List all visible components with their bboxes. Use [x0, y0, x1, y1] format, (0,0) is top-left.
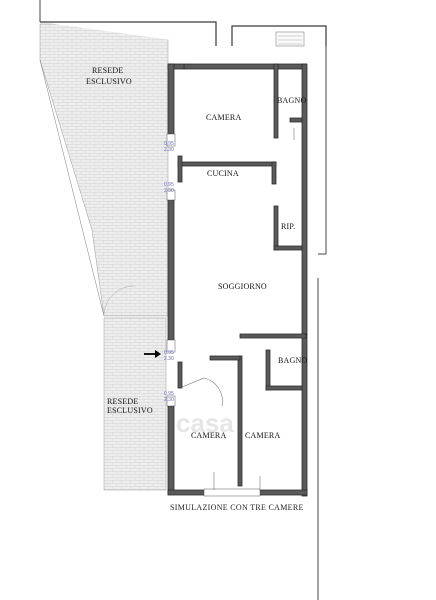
garden-label-top: RESEDE [92, 66, 123, 75]
wall-top-left [40, 21, 217, 46]
window-south [203, 488, 261, 497]
room-label-bagno-bottom: BAGNO [278, 356, 307, 365]
room-label-soggiorno: SOGGIORNO [218, 282, 267, 291]
dimension-label: 2.30 [164, 147, 174, 153]
wall-soggiorno-south [239, 333, 307, 339]
room-label-camera-bottom-right: CAMERA [245, 431, 280, 440]
chimney [275, 31, 305, 47]
wall-hall-top [209, 355, 241, 361]
dimension-label: 0.95 [164, 182, 174, 188]
garden-label-bottom: RESEDE [107, 397, 138, 406]
wall-rip-left [273, 205, 279, 251]
wall-west-a [167, 63, 175, 135]
room-label-ripostiglio: RIP. [281, 222, 295, 231]
entrance-arrow-head [155, 350, 161, 358]
wall-cucina-stub [177, 155, 183, 183]
wall-north [183, 63, 307, 70]
wall-camera-divider [237, 355, 243, 487]
garden-label-bottom: ESCLUSIVO [107, 406, 153, 415]
dimension-label: 0.95 [164, 350, 174, 356]
room-label-bagno-top: BAGNO [277, 96, 306, 105]
wall-west-b [167, 199, 175, 341]
garden-arc [103, 285, 135, 315]
wall-cucina-right [271, 161, 277, 185]
wall-bagno-bottom [289, 117, 303, 123]
wall-bagno-bottom-left [265, 349, 271, 391]
dimension-label: 2.30 [164, 188, 174, 194]
dimension-label: 0.95 [164, 391, 174, 397]
door-swing [181, 377, 223, 407]
wall-west-c [167, 405, 175, 495]
room-label-camera-bottom-left: CAMERA [191, 431, 226, 440]
wall-camera-cucina [177, 161, 277, 167]
wall-hall-stub [177, 361, 183, 389]
dimension-label: 2.30 [164, 397, 174, 403]
plan-caption: SIMULAZIONE CON TRE CAMERE [170, 503, 304, 512]
room-label-cucina: CUCINA [207, 169, 239, 178]
dimension-label: 2.30 [164, 356, 174, 362]
garden-label-top: ESCLUSIVO [86, 77, 132, 86]
dimension-label: 0.95 [164, 141, 174, 147]
wall-rip-bottom [273, 245, 303, 251]
window-west-low [166, 339, 176, 353]
watermark-text: casa [176, 408, 234, 438]
window-west-bottom [166, 395, 176, 407]
window-west-top [166, 133, 176, 147]
window-west-mid [166, 189, 176, 201]
room-label-camera-top: CAMERA [206, 113, 241, 122]
garden-boundary-line [39, 59, 105, 317]
garden-area-bottom [103, 317, 167, 491]
chimney-hatch [278, 35, 302, 45]
wall-bagno-top-left [273, 63, 279, 139]
wall-bagno-bottom-floor [265, 385, 303, 391]
